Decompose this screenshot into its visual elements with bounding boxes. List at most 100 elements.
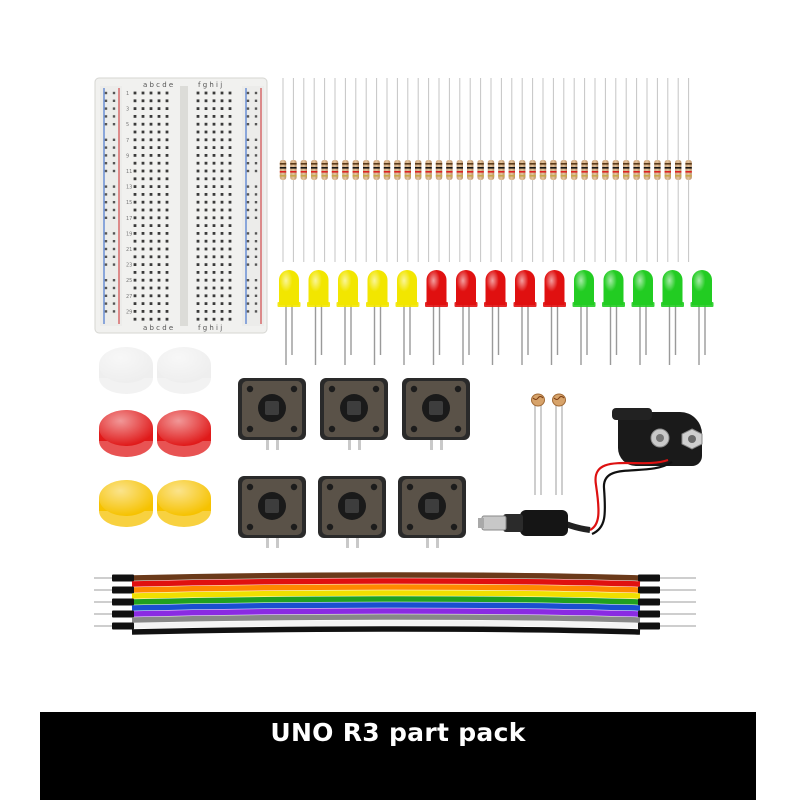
breadboard-column-letters-left-bottom: a b c d e — [143, 324, 173, 332]
breadboard-row-number: 1 — [126, 91, 129, 97]
resistor — [529, 78, 536, 262]
breadboard-holes — [104, 91, 258, 321]
breadboard-row-number: 3 — [126, 107, 129, 113]
jumper-wire — [94, 572, 696, 582]
led-green — [631, 270, 655, 365]
jumper-wire — [94, 596, 696, 606]
resistor — [519, 78, 526, 262]
resistor — [508, 78, 515, 262]
breadboard-row-number: 11 — [126, 169, 132, 175]
resistor — [435, 78, 443, 262]
button-cap-white — [157, 347, 211, 394]
led-yellow — [277, 270, 301, 365]
led-set — [277, 270, 714, 365]
resistor — [394, 78, 401, 262]
caption-bar: UNO R3 part pack — [40, 712, 756, 800]
resistor — [342, 78, 349, 262]
button-cap-red — [157, 410, 211, 457]
battery-clip-dc-cable — [478, 408, 703, 536]
breadboard-row-number: 13 — [126, 185, 132, 191]
resistor — [685, 78, 692, 262]
button-cap-yellow — [99, 480, 153, 527]
led-red — [513, 270, 537, 365]
resistor — [300, 78, 307, 262]
button-cap-set — [99, 347, 211, 527]
button-cap-white — [99, 347, 153, 394]
led-red — [425, 270, 448, 365]
breadboard-row-number: 29 — [126, 309, 132, 315]
button-cap-yellow — [157, 480, 211, 527]
breadboard-column-letters-right: f g h i j — [198, 81, 222, 89]
resistor — [331, 78, 339, 262]
led-green — [572, 270, 596, 365]
jumper-wire — [94, 608, 696, 618]
photoresistor-pair — [531, 393, 566, 495]
led-yellow — [307, 270, 330, 365]
resistor — [404, 78, 411, 262]
caption-title: UNO R3 part pack — [270, 718, 526, 747]
led-red — [543, 270, 566, 365]
resistor — [602, 78, 609, 262]
resistor — [373, 78, 380, 262]
resistor — [456, 78, 463, 262]
resistor — [446, 78, 453, 262]
resistor — [560, 78, 567, 262]
jumper-wire — [94, 620, 696, 630]
jumper-wire — [131, 626, 641, 635]
tactile-switch — [402, 378, 470, 450]
led-yellow — [395, 270, 419, 365]
tactile-switch — [320, 378, 388, 450]
resistor — [539, 78, 547, 262]
resistor — [623, 78, 630, 262]
resistor — [612, 78, 619, 262]
resistor — [581, 78, 588, 262]
resistor — [425, 78, 432, 262]
led-red — [484, 270, 507, 365]
jumper-wire — [94, 584, 696, 594]
led-green — [661, 270, 684, 365]
jumper-wire-bundle — [94, 572, 696, 635]
resistor — [664, 78, 671, 262]
resistor — [643, 78, 651, 262]
breadboard-row-number: 19 — [126, 231, 132, 237]
tactile-switch — [238, 378, 306, 450]
tactile-switch — [318, 476, 386, 548]
breadboard-row-number: 9 — [126, 153, 129, 159]
jumper-wire — [131, 614, 641, 623]
resistor — [571, 78, 578, 262]
breadboard-row-number: 17 — [126, 216, 132, 222]
resistor — [675, 78, 682, 262]
led-yellow — [336, 270, 360, 365]
breadboard-column-letters-left: a b c d e — [143, 81, 173, 89]
resistor — [279, 78, 287, 262]
resistor — [633, 78, 640, 262]
resistor — [591, 78, 599, 262]
led-green — [602, 270, 625, 365]
resistor — [498, 78, 505, 262]
resistor — [654, 78, 661, 262]
resistor — [321, 78, 328, 262]
jumper-wire — [131, 590, 641, 599]
resistor — [415, 78, 422, 262]
resistor — [363, 78, 370, 262]
breadboard-column-letters-right-bottom: f g h i j — [198, 324, 222, 332]
resistor — [467, 78, 474, 262]
resistor — [290, 78, 297, 262]
led-green — [690, 270, 714, 365]
jumper-wire — [131, 602, 641, 611]
breadboard-row-number: 25 — [126, 278, 132, 284]
tactile-switch — [238, 476, 306, 548]
resistor — [383, 78, 391, 262]
resistor-set — [279, 78, 692, 262]
tactile-switch — [398, 476, 466, 548]
breadboard-row-number: 7 — [126, 138, 129, 144]
resistor — [311, 78, 318, 262]
led-red — [454, 270, 478, 365]
resistor — [477, 78, 484, 262]
resistor — [487, 78, 495, 262]
breadboard-row-number: 5 — [126, 122, 129, 128]
breadboard-row-number: 27 — [126, 294, 132, 300]
tactile-switch-set — [238, 378, 470, 548]
resistor — [352, 78, 359, 262]
